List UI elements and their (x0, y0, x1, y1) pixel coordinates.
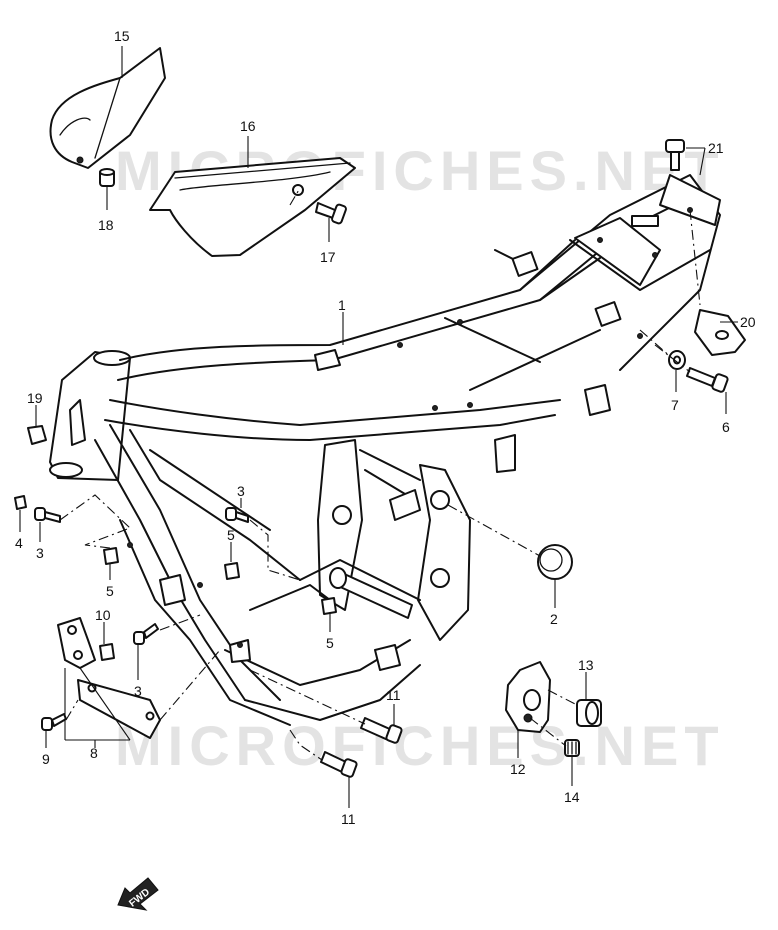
callout-3-center: 3 (237, 483, 245, 499)
leader-lines (19, 46, 738, 808)
bolt-17[interactable] (315, 202, 347, 225)
callout-11-lower: 11 (341, 811, 356, 827)
callout-17: 17 (320, 249, 336, 265)
bolt-11-upper[interactable] (360, 717, 403, 744)
nut-19[interactable] (27, 425, 47, 445)
bolt-9[interactable] (41, 713, 67, 731)
callout-15: 15 (114, 28, 130, 44)
grommet-18[interactable] (99, 168, 115, 187)
frame-cover-side[interactable] (149, 157, 356, 257)
callout-5-center: 5 (227, 527, 235, 543)
bolt-14[interactable] (564, 739, 580, 757)
nut-5-center[interactable] (224, 562, 240, 580)
callout-6: 6 (722, 419, 730, 435)
bracket-20[interactable] (694, 309, 746, 356)
callout-18: 18 (98, 217, 114, 233)
fwd-arrow-icon: FWD (117, 877, 159, 911)
bolt-3-left[interactable] (34, 507, 61, 523)
bolt-3-lower[interactable] (133, 623, 159, 645)
bolt-11-lower[interactable] (320, 751, 358, 778)
callout-10: 10 (95, 607, 111, 623)
callout-5-lower: 5 (326, 635, 334, 651)
callout-3-lower: 3 (134, 683, 142, 699)
watermark-bottom: MICROFICHES.NET (115, 714, 725, 777)
callout-20: 20 (740, 314, 756, 330)
callout-11-upper: 11 (386, 687, 401, 703)
callout-19: 19 (27, 390, 43, 406)
nut-10[interactable] (99, 643, 115, 661)
callout-7: 7 (671, 397, 679, 413)
callout-12: 12 (510, 761, 526, 777)
callout-14: 14 (564, 789, 580, 805)
main-frame[interactable] (49, 174, 721, 726)
bushing-13[interactable] (576, 699, 602, 727)
callout-13: 13 (578, 657, 594, 673)
callout-16: 16 (240, 118, 256, 134)
callout-21: 21 (708, 140, 724, 156)
callout-5-left: 5 (106, 583, 114, 599)
callout-4: 4 (15, 535, 23, 551)
assembly-lines (59, 187, 701, 761)
bolt-21[interactable] (665, 139, 685, 171)
engine-mount-12[interactable] (505, 661, 551, 733)
cap-2[interactable] (537, 544, 573, 580)
callout-9: 9 (42, 751, 50, 767)
nut-5-lower[interactable] (321, 597, 337, 615)
bolt-3-center[interactable] (225, 507, 249, 523)
callout-3-left: 3 (36, 545, 44, 561)
callout-1: 1 (338, 297, 346, 313)
bolt-6[interactable] (686, 367, 729, 393)
callouts: 15 18 16 17 21 20 1 7 6 19 4 3 3 5 5 5 1… (15, 28, 756, 827)
nut-4[interactable] (14, 495, 27, 510)
callout-2: 2 (550, 611, 558, 627)
callout-8: 8 (90, 745, 98, 761)
frame-cover-front[interactable] (49, 47, 166, 169)
nut-5-left[interactable] (103, 547, 119, 565)
